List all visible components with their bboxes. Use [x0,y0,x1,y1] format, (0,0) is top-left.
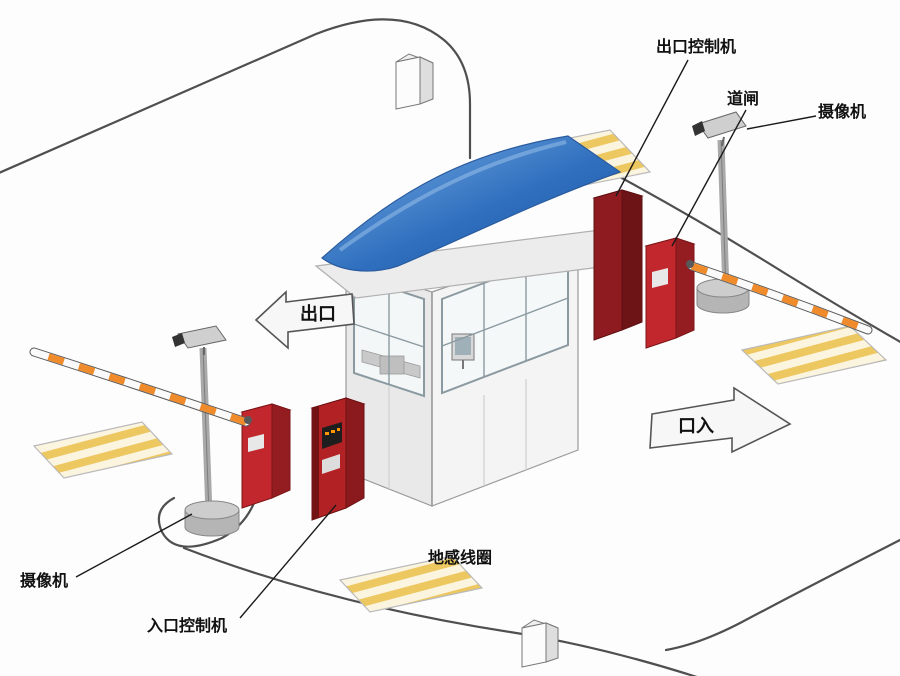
entrance-direction-arrow: 口入 [649,386,792,454]
camera-left-head [172,325,227,355]
leader-camera-bottom-left [75,513,193,578]
canopy-blue-surface [321,135,622,272]
camera-right-head [692,111,747,147]
label-camera-top-right: 摄像机 [818,102,866,121]
exit-direction-arrow: 出口 [254,290,355,350]
label-exit-controller: 出口控制机 [656,37,736,56]
barrier-gate-right [644,237,873,349]
leader-entrance-controller [239,504,337,619]
camera-left-lens [172,333,185,347]
barrier-left-sticker [248,434,264,452]
label-entrance-controller: 入口控制机 [147,616,227,635]
entrance-controller-machine [310,397,366,521]
barrier-right-sticker [652,268,668,288]
barrier-arm-right [686,260,873,335]
leader-barrier-gate [671,109,747,247]
bollard-bottom [521,619,559,668]
guard-booth [345,241,579,507]
label-camera-bottom-left: 摄像机 [20,571,68,590]
exit-arrow-label: 出口 [300,303,336,325]
barrier-arm-left [29,347,252,427]
exit-controller-machine [592,189,644,341]
entrance-arrow-label: 口入 [678,416,714,437]
canopy [314,135,642,299]
ground-mat-bottom [338,555,484,613]
callout-leader-lines [75,59,817,619]
camera-right [692,111,750,314]
window-mullions [353,267,569,384]
bollard-top [395,53,434,110]
label-barrier-gate: 道闸 [727,89,759,108]
ground-mat-right [740,325,888,385]
ground-mat-left [32,421,174,479]
booth-panel-seams [388,379,527,489]
barrier-gate-left [29,347,292,509]
camera-left [172,325,240,537]
callout-labels: 出口控制机 道闸 摄像机 摄像机 入口控制机 地感线圈 [20,37,866,635]
leader-camera-top-right [746,115,817,130]
leader-exit-controller [615,59,689,197]
entrance-controller-sticker [322,454,340,474]
label-ground-loop: 地感线圈 [428,548,492,567]
camera-right-lens [692,121,705,136]
canopy-sheen [338,140,567,252]
